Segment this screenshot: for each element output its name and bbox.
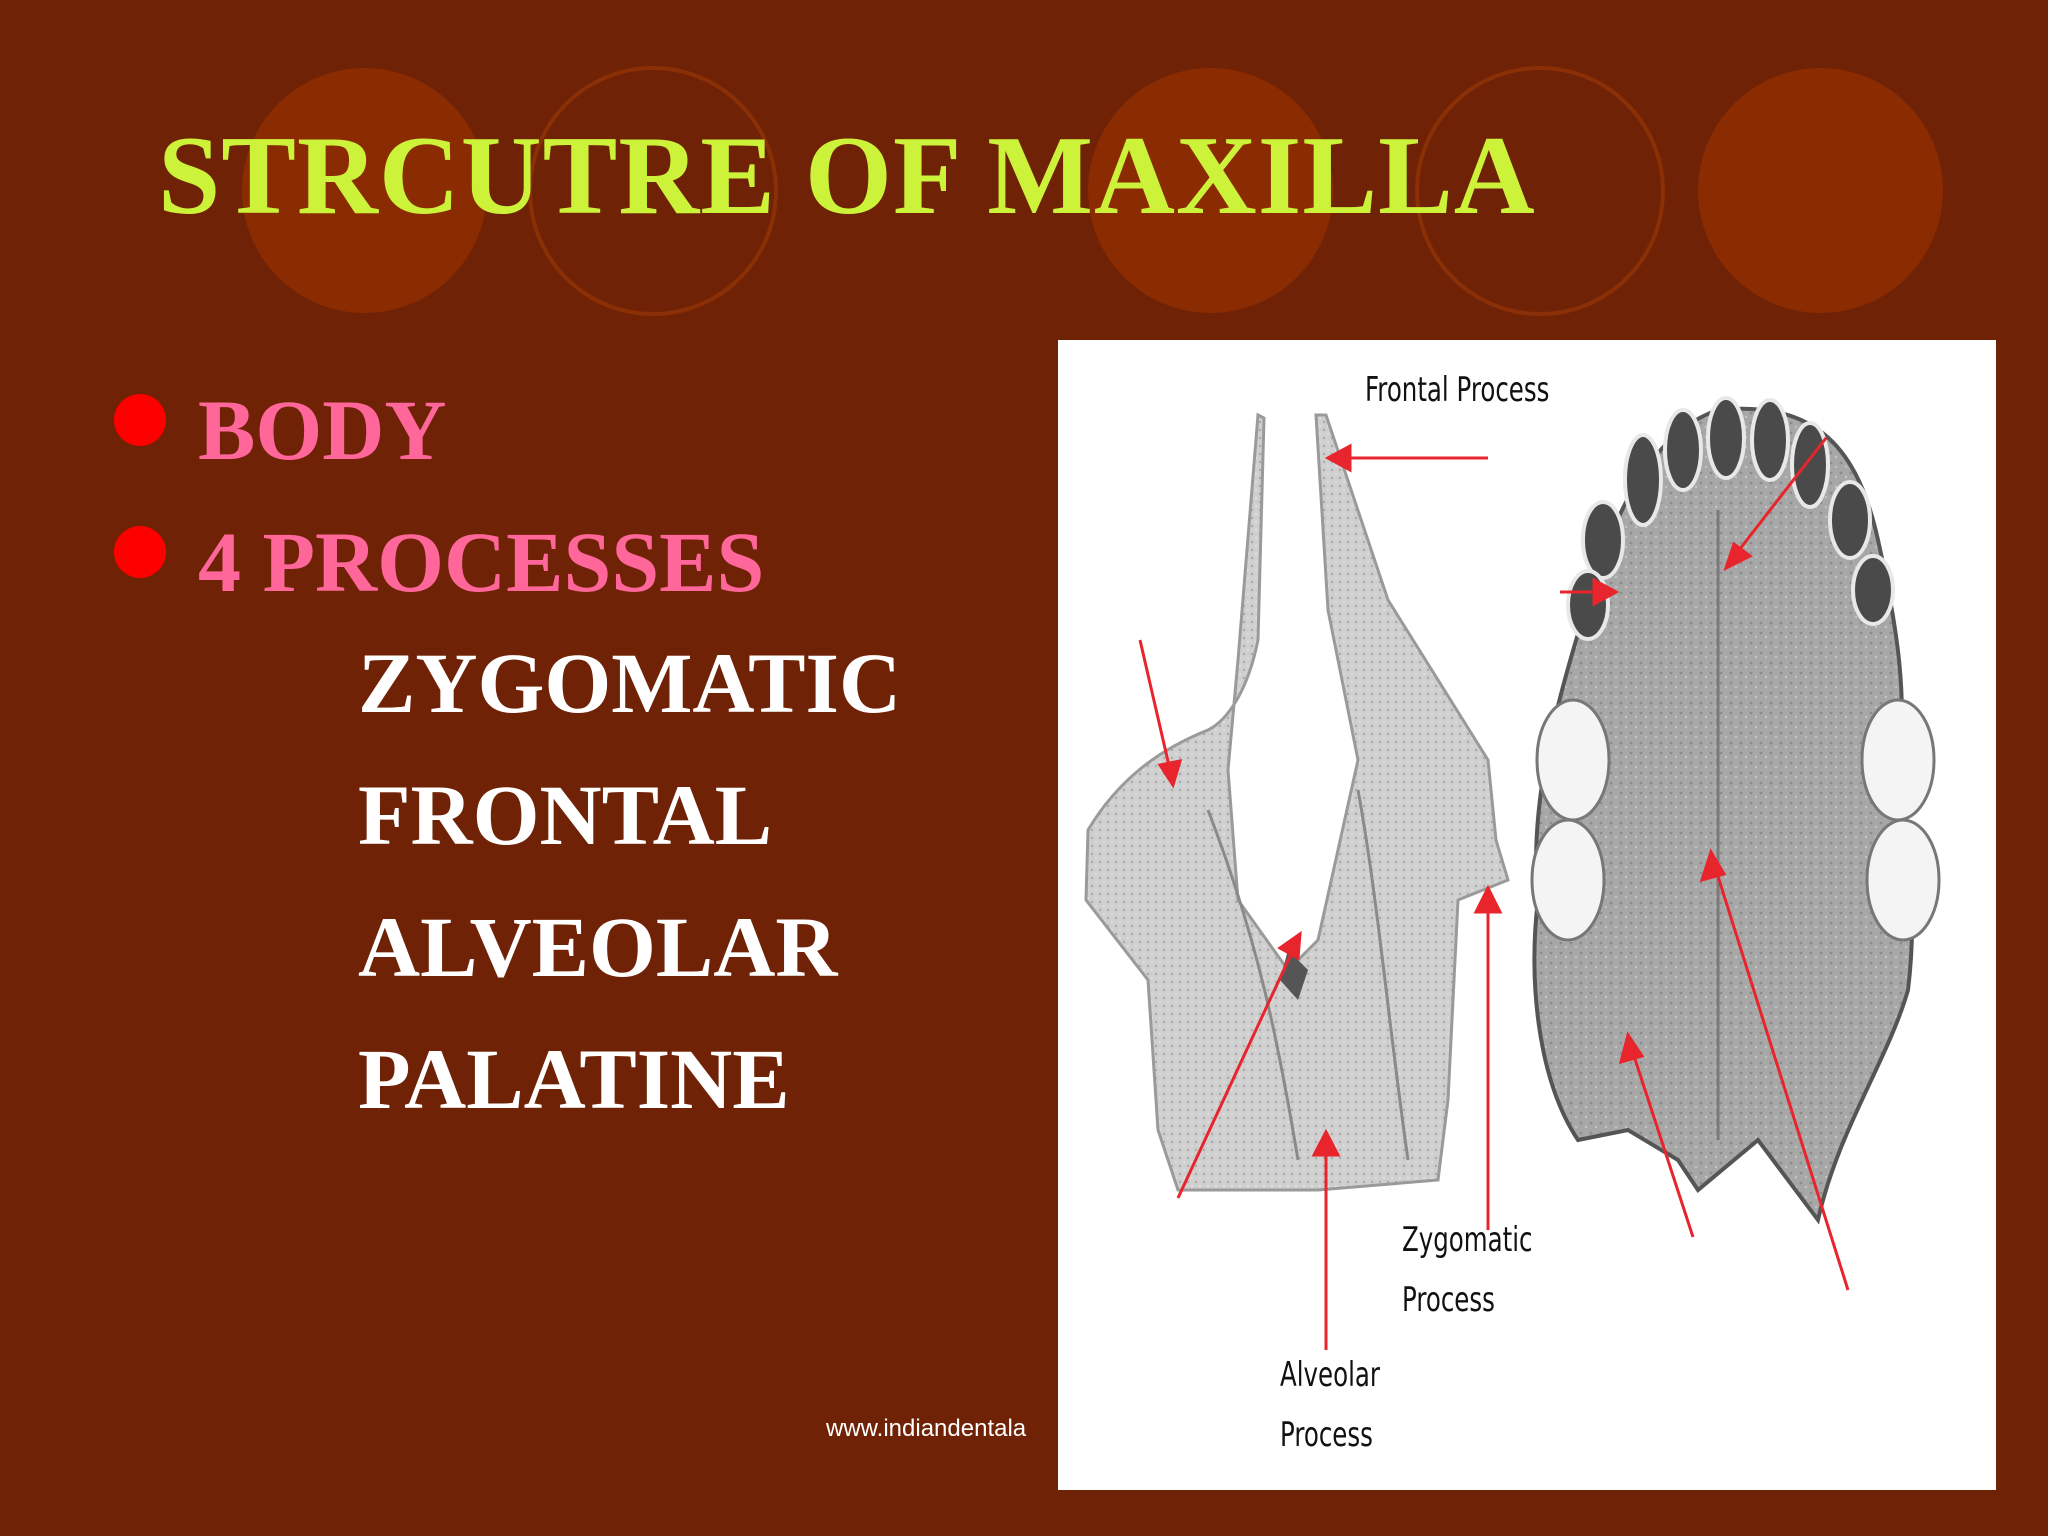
footer-url: www.indiandentala — [826, 1415, 1027, 1442]
pointer-arrows — [1138, 437, 1850, 1350]
label-zygomatic: Zygomatic — [1402, 1220, 1533, 1260]
maxilla-drawing — [1084, 396, 1941, 1350]
bullet-text: 4 PROCESSES — [198, 514, 765, 610]
tooth-sockets — [1566, 396, 1895, 641]
maxilla-illustration: Frontal Process Zygomatic Process Alveol… — [1058, 340, 1996, 1490]
label-alveolar: Alveolar — [1280, 1355, 1380, 1395]
lateral-maxilla — [1084, 412, 1510, 1192]
bullet-text: BODY — [198, 382, 447, 478]
slide-title: STRCUTRE OF MAXILLA — [158, 114, 1536, 238]
label-frontal-process: Frontal Process — [1365, 370, 1550, 410]
decor-circle-2 — [1088, 68, 1333, 313]
molar-sockets — [1530, 698, 1941, 942]
decor-circle-3 — [1698, 68, 1943, 313]
bullet-dot — [114, 526, 166, 578]
process-item: FRONTAL — [358, 767, 773, 863]
process-list: ZYGOMATIC FRONTAL ALVEOLAR PALATINE — [358, 640, 901, 1168]
decor-circle-1 — [242, 68, 487, 313]
process-item: ZYGOMATIC — [358, 635, 902, 731]
label-alveolar-process: Process — [1280, 1415, 1373, 1455]
process-item: PALATINE — [358, 1031, 790, 1127]
decor-ring-2 — [1415, 66, 1665, 316]
bullet-dot — [114, 394, 166, 446]
process-item: ALVEOLAR — [358, 899, 838, 995]
decor-ring-1 — [528, 66, 778, 316]
label-zygomatic-process: Process — [1402, 1280, 1495, 1320]
